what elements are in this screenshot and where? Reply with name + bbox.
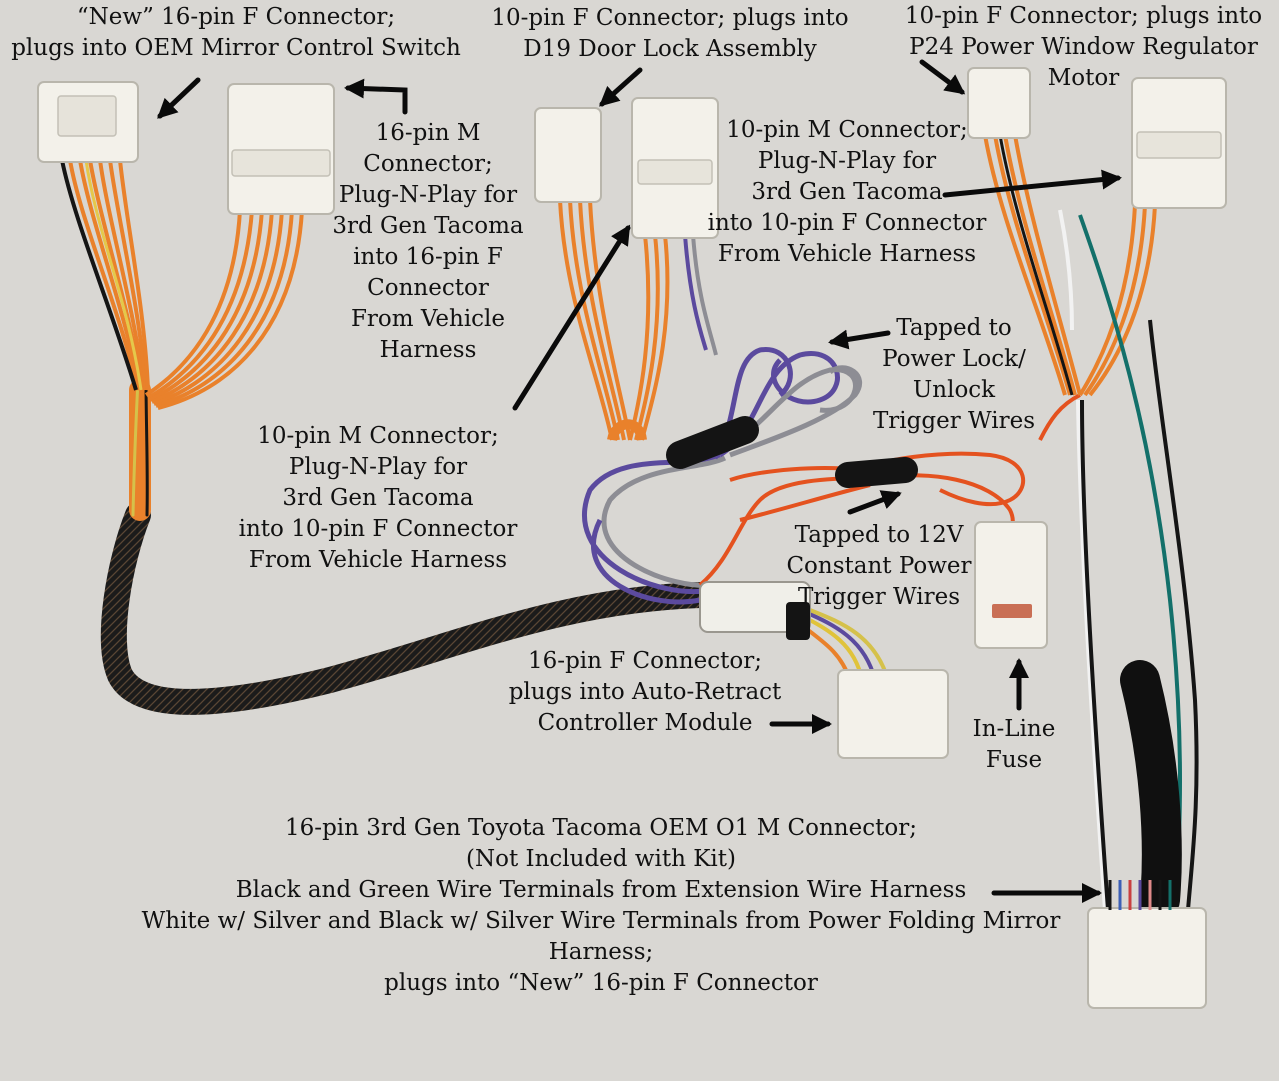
center-harness bbox=[534, 97, 719, 442]
label-tapped-lock-wires: Tapped to Power Lock/ Unlock Trigger Wir… bbox=[872, 315, 1036, 434]
o1-16pin-m-connector bbox=[1087, 907, 1207, 1009]
arrow-16pin-m bbox=[344, 78, 408, 115]
10pin-f-connector-d19 bbox=[534, 107, 602, 203]
braided-sleeve bbox=[100, 502, 713, 715]
black-sleeve bbox=[1120, 660, 1182, 920]
left-harness bbox=[37, 81, 713, 715]
10pin-m-connector-center-band bbox=[637, 159, 713, 185]
center-orange-loop bbox=[607, 419, 647, 442]
inline-fuse-window bbox=[992, 604, 1032, 618]
16pin-m-connector bbox=[227, 83, 335, 215]
label-10pin-f-connector-d19: 10-pin F Connector; plugs into D19 Door … bbox=[491, 5, 849, 62]
10pin-f-connector-p24 bbox=[967, 67, 1031, 139]
arrow-new-16pin-f bbox=[157, 77, 201, 119]
label-10pin-f-connector-p24: 10-pin F Connector; plugs into P24 Power… bbox=[904, 3, 1263, 91]
arrow-tapped-lock bbox=[828, 329, 891, 350]
arrow-10pin-f-d19 bbox=[599, 67, 643, 107]
left-stem-wires bbox=[128, 378, 151, 521]
arrow-tapped-12v bbox=[847, 490, 902, 515]
label-10pin-m-connector-right: 10-pin M Connector; Plug-N-Play for 3rd … bbox=[707, 117, 987, 267]
power-tap-tape bbox=[835, 457, 918, 488]
10pin-m-connector-right-band bbox=[1136, 131, 1222, 159]
new-16pin-f-connector-latch bbox=[57, 95, 117, 137]
label-tapped-12v-wires: Tapped to 12V Constant Power Trigger Wir… bbox=[786, 522, 972, 610]
left-fan-wires bbox=[60, 159, 150, 391]
right-fan-wires bbox=[144, 209, 304, 410]
label-new-16pin-f-connector: “New” 16-pin F Connector; plugs into OEM… bbox=[11, 4, 461, 61]
right-harness bbox=[967, 67, 1227, 1009]
arrow-10pin-m-right bbox=[942, 169, 1122, 198]
o1-connector-terminals bbox=[1108, 880, 1172, 910]
annotation-arrows bbox=[157, 59, 1122, 903]
16pin-m-connector-band bbox=[231, 149, 331, 177]
lock-tap-tape bbox=[666, 416, 759, 469]
label-o1-connector: 16-pin 3rd Gen Toyota Tacoma OEM O1 M Co… bbox=[141, 815, 1061, 996]
label-10pin-m-connector-center: 10-pin M Connector; Plug-N-Play for 3rd … bbox=[238, 423, 518, 573]
arrow-10pin-f-p24 bbox=[919, 59, 966, 95]
heat-shrink-joint-tape bbox=[786, 602, 810, 640]
arrow-10pin-m-center bbox=[512, 224, 631, 411]
label-16pin-m-connector: 16-pin M Connector; Plug-N-Play for 3rd … bbox=[332, 120, 524, 363]
label-inline-fuse: In-Line Fuse bbox=[972, 716, 1056, 773]
label-16pin-f-auto-retract: 16-pin F Connector; plugs into Auto-Retr… bbox=[508, 648, 782, 736]
16pin-f-auto-retract-connector bbox=[837, 669, 949, 759]
